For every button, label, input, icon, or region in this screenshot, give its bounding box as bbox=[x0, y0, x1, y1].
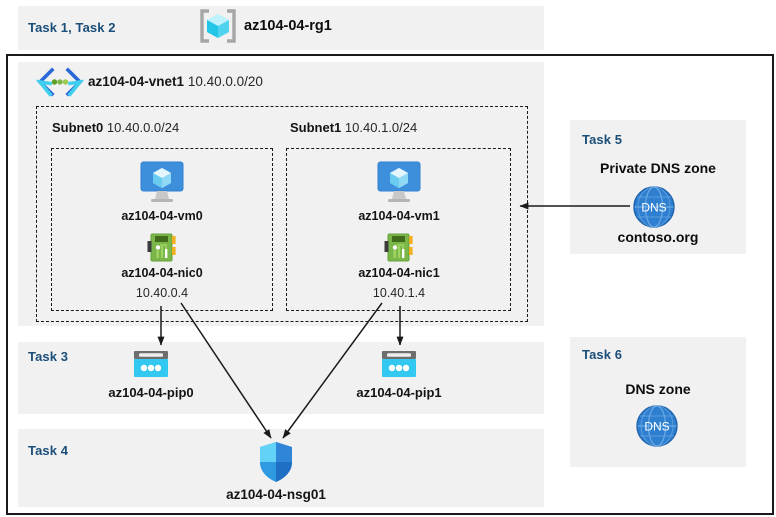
nic1-name: az104-04-nic1 bbox=[358, 266, 440, 280]
pip1-name: az104-04-pip1 bbox=[356, 385, 442, 400]
network-security-group-shield-icon bbox=[258, 441, 294, 483]
vnet-title: az104-04-vnet1 10.40.0.0/20 bbox=[88, 74, 263, 89]
public-ip-address-icon bbox=[380, 350, 418, 380]
resource-group-cube-icon bbox=[198, 7, 238, 45]
task1-task2-panel bbox=[18, 6, 544, 50]
task5-label: Task 5 bbox=[582, 132, 623, 147]
network-interface-icon bbox=[384, 232, 415, 263]
subnet0-title: Subnet0 10.40.0.0/24 bbox=[52, 120, 179, 135]
dns-icon-text: DNS bbox=[644, 420, 669, 434]
vnet-cidr: 10.40.0.0/20 bbox=[187, 74, 263, 89]
dns-globe-icon: DNS bbox=[636, 405, 678, 447]
public-ip-address-icon bbox=[132, 350, 170, 380]
task3-panel bbox=[18, 342, 544, 414]
subnet0-box bbox=[51, 148, 273, 311]
subnet1-cidr: 10.40.1.0/24 bbox=[344, 120, 418, 135]
subnet1-title: Subnet1 10.40.1.0/24 bbox=[290, 120, 417, 135]
network-interface-icon bbox=[147, 232, 178, 263]
virtual-machine-icon bbox=[138, 161, 186, 203]
task4-label: Task 4 bbox=[28, 443, 69, 458]
dns-zone-heading: DNS zone bbox=[625, 381, 691, 397]
dns-globe-icon: DNS bbox=[633, 186, 675, 228]
nsg-name: az104-04-nsg01 bbox=[226, 487, 326, 502]
vnet-outer-frame bbox=[6, 54, 774, 515]
nic0-ip: 10.40.0.4 bbox=[135, 286, 189, 300]
subnet0-cidr: 10.40.0.0/24 bbox=[106, 120, 180, 135]
vnet-name: az104-04-vnet1 bbox=[88, 74, 185, 89]
vm0-name: az104-04-vm0 bbox=[121, 209, 203, 223]
task6-label: Task 6 bbox=[582, 347, 623, 362]
task1-task2-label: Task 1, Task 2 bbox=[28, 20, 116, 35]
virtual-network-icon bbox=[35, 67, 85, 97]
subnets-container bbox=[36, 106, 528, 322]
subnet1-box bbox=[286, 148, 511, 311]
subnet1-name: Subnet1 bbox=[290, 120, 342, 135]
pip0-name: az104-04-pip0 bbox=[108, 385, 194, 400]
dns-icon-text: DNS bbox=[641, 201, 666, 215]
private-dns-zone-heading: Private DNS zone bbox=[600, 160, 716, 176]
resource-group-name: az104-04-rg1 bbox=[244, 18, 332, 34]
vm1-name: az104-04-vm1 bbox=[358, 209, 440, 223]
task3-label: Task 3 bbox=[28, 349, 69, 364]
private-dns-zone-name: contoso.org bbox=[617, 229, 699, 245]
nic1-ip: 10.40.1.4 bbox=[372, 286, 426, 300]
subnet0-name: Subnet0 bbox=[52, 120, 104, 135]
virtual-machine-icon bbox=[375, 161, 423, 203]
nic0-name: az104-04-nic0 bbox=[121, 266, 203, 280]
